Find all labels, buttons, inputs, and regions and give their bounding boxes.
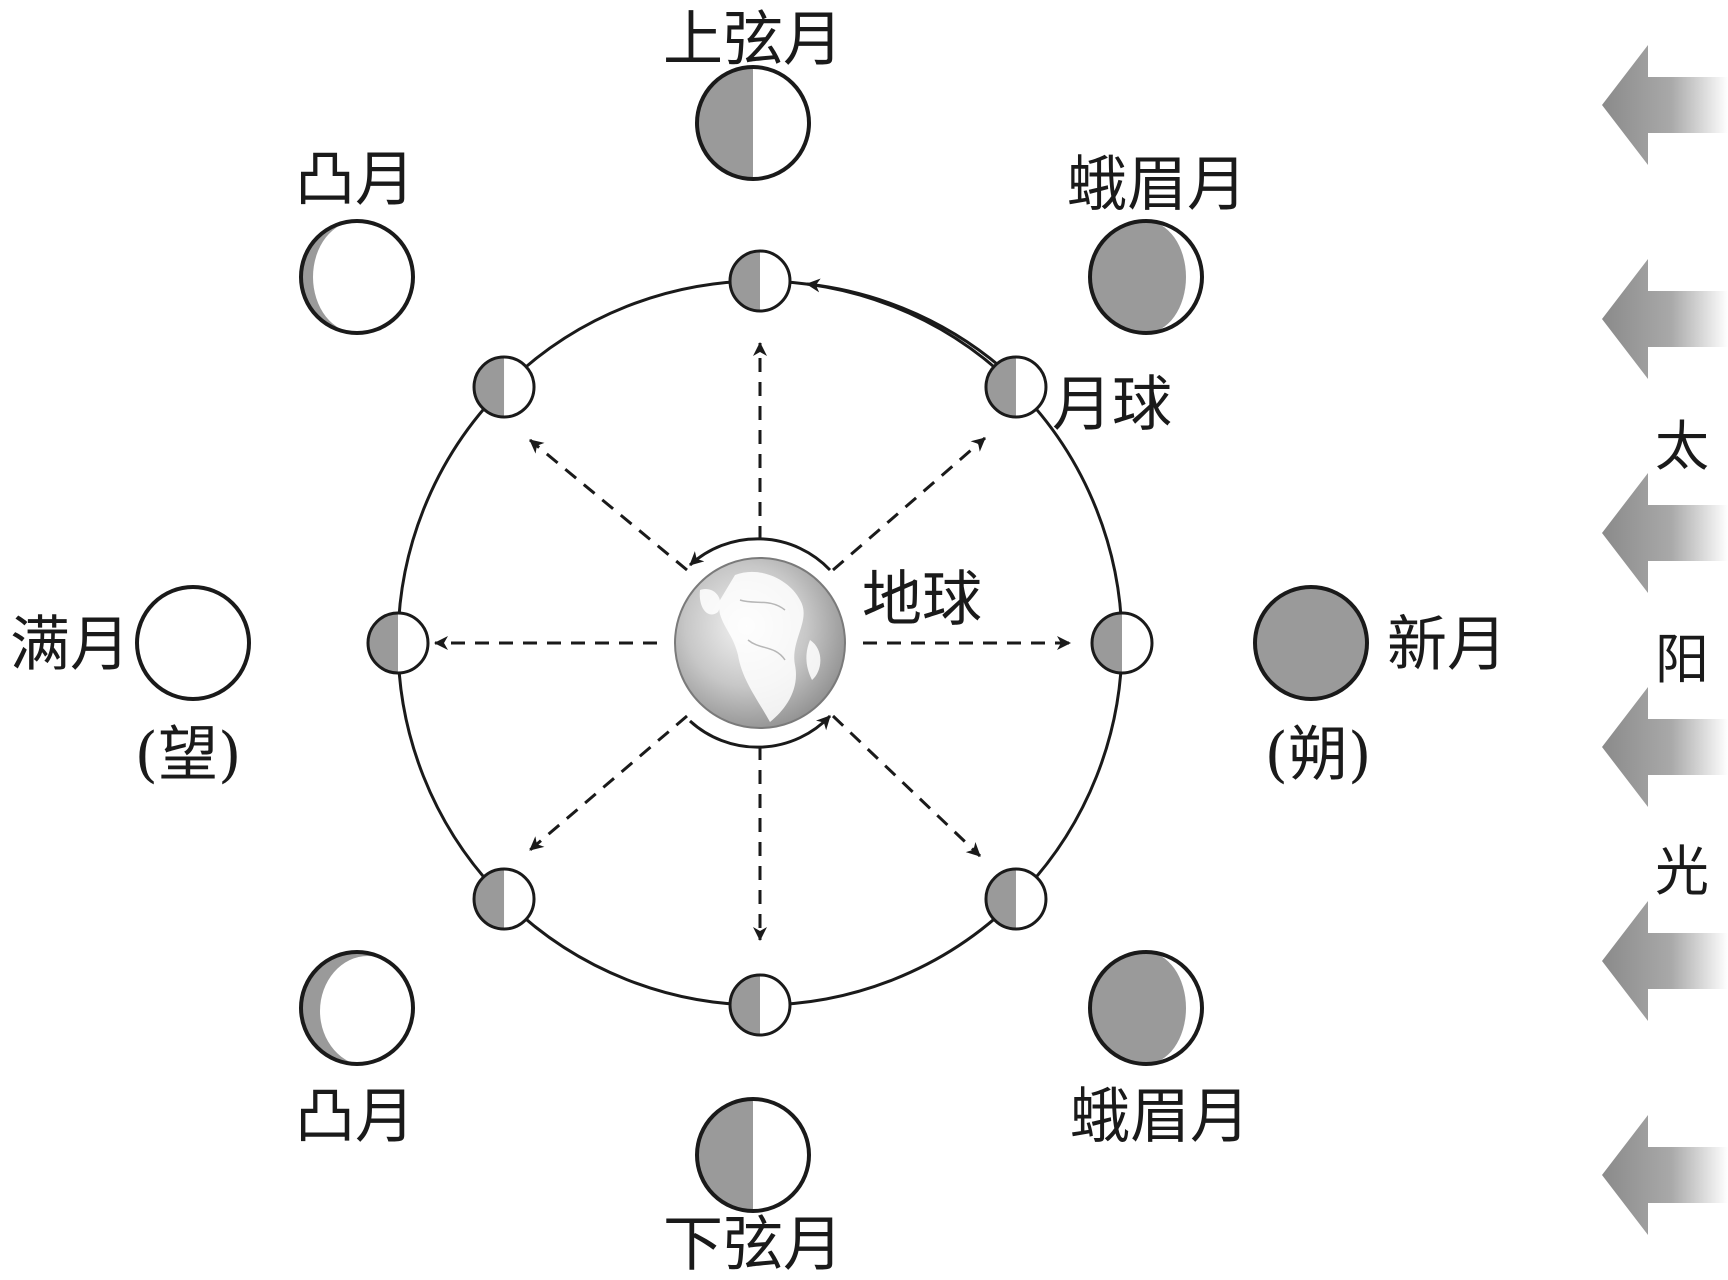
label-new-moon: 新月 [1387, 610, 1507, 680]
orbit-direction-arrow [806, 278, 1014, 379]
orbit-moon-waning-gibbous [472, 867, 536, 931]
label-full-moon-alt: (望) [135, 720, 242, 790]
waxing-crescent-moon [1088, 219, 1204, 335]
sunlight-arrow-icon [1602, 901, 1728, 1021]
label-waxing-gibbous: 凸月 [295, 145, 415, 215]
orbit-moon-first-quarter [728, 249, 792, 313]
earth-rotation-arrow-top [688, 537, 832, 572]
sunlight-char-1: 太 [1655, 415, 1709, 478]
waning-crescent-moon [1088, 950, 1204, 1066]
orbit-moon-full [366, 611, 430, 675]
waxing-gibbous-moon [299, 219, 416, 335]
sunlight-arrows [1602, 45, 1728, 1235]
label-waxing-crescent: 蛾眉月 [1067, 150, 1247, 220]
orbit-moons [366, 249, 1154, 1037]
orbit-moon-last-quarter [728, 973, 792, 1037]
waning-gibbous-moon [299, 950, 416, 1066]
full-moon [135, 585, 251, 701]
orbit-moon-waning-crescent [984, 867, 1048, 931]
new-moon [1253, 585, 1369, 701]
sunlight-arrow-icon [1602, 259, 1728, 379]
earth-globe-icon [674, 557, 846, 729]
sunlight-char-2: 阳 [1655, 628, 1709, 691]
sunlight-arrow-icon [1602, 473, 1728, 593]
label-waning-crescent: 蛾眉月 [1070, 1082, 1250, 1152]
sunlight-arrow-icon [1602, 45, 1728, 165]
sunlight-arrow-icon [1602, 687, 1728, 807]
orbit-moon-waxing-gibbous [472, 355, 536, 419]
first-quarter-moon [695, 65, 811, 181]
label-last-quarter: 下弦月 [663, 1210, 843, 1280]
orbit-moon-waxing-crescent [984, 355, 1048, 419]
sunlight-arrow-icon [1602, 1115, 1728, 1235]
label-first-quarter: 上弦月 [663, 5, 843, 75]
label-waning-gibbous: 凸月 [295, 1082, 415, 1152]
label-full-moon: 满月 [10, 610, 130, 680]
label-new-moon-alt: (朔) [1265, 720, 1372, 790]
label-moon: 月球 [1052, 370, 1172, 440]
dashed-sight-arrows [434, 342, 1071, 941]
sunlight-char-3: 光 [1655, 840, 1709, 903]
orbit-moon-new [1090, 611, 1154, 675]
label-earth: 地球 [862, 565, 982, 635]
last-quarter-moon [695, 1097, 811, 1213]
earth-rotation-arrow-bottom [688, 714, 832, 749]
